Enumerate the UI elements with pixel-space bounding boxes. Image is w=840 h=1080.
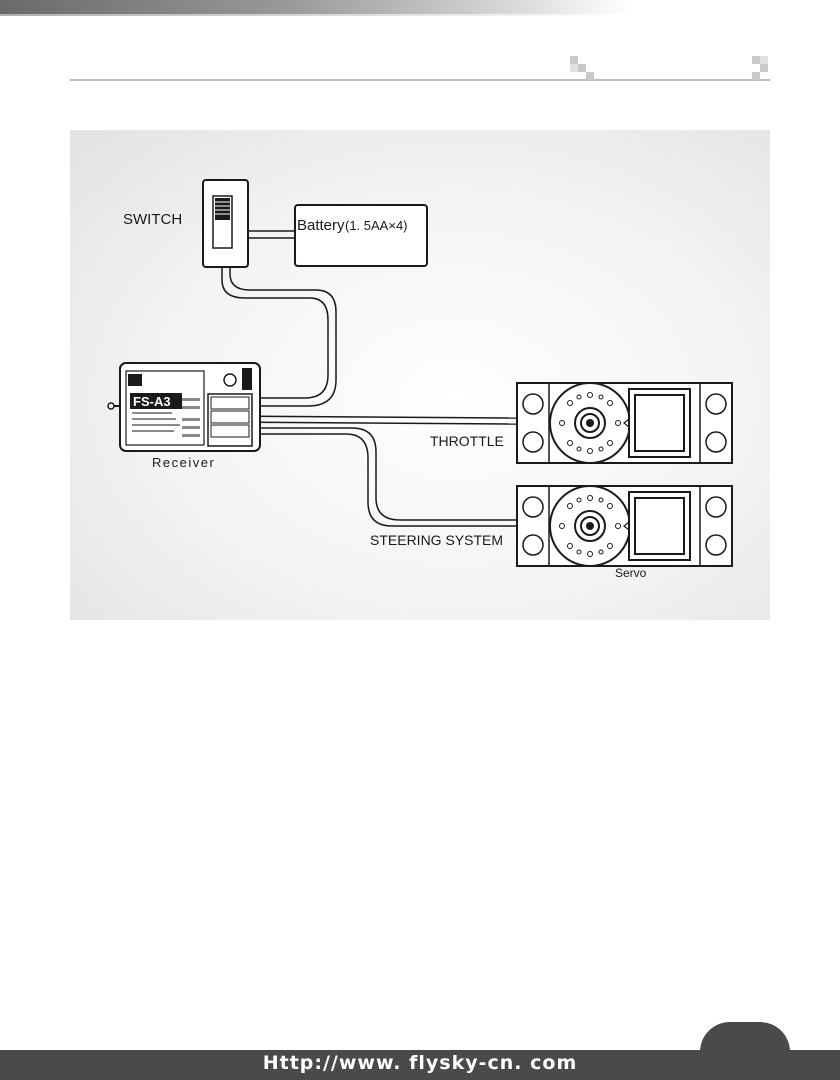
footer-url: Http://www. flysky-cn. com bbox=[0, 1052, 840, 1074]
receiver-model: FS-A3 bbox=[133, 394, 171, 409]
diagram-panel: SWITCH Battery (1. 5AA×4) FS-A3 bbox=[70, 130, 770, 620]
receiver-label: Receiver bbox=[152, 455, 215, 470]
switch-unit bbox=[203, 180, 248, 267]
throttle-label: THROTTLE bbox=[430, 433, 504, 449]
wiring-diagram: SWITCH Battery (1. 5AA×4) FS-A3 bbox=[70, 130, 770, 620]
header-gradient-bar bbox=[0, 0, 840, 14]
battery-spec: (1. 5AA×4) bbox=[345, 218, 408, 233]
header-rule bbox=[70, 79, 770, 81]
header-gradient-line bbox=[0, 14, 620, 16]
battery-label: Battery bbox=[297, 217, 345, 234]
switch-battery-wire bbox=[248, 231, 295, 238]
receiver-unit: FS-A3 bbox=[108, 363, 260, 451]
switch-label: SWITCH bbox=[123, 211, 182, 228]
servo-label: Servo bbox=[615, 566, 647, 580]
battery-pack bbox=[295, 205, 427, 266]
steering-label: STEERING SYSTEM bbox=[370, 532, 503, 548]
footer-tab bbox=[700, 1022, 790, 1052]
throttle-servo bbox=[517, 383, 732, 463]
steering-servo bbox=[517, 486, 732, 566]
